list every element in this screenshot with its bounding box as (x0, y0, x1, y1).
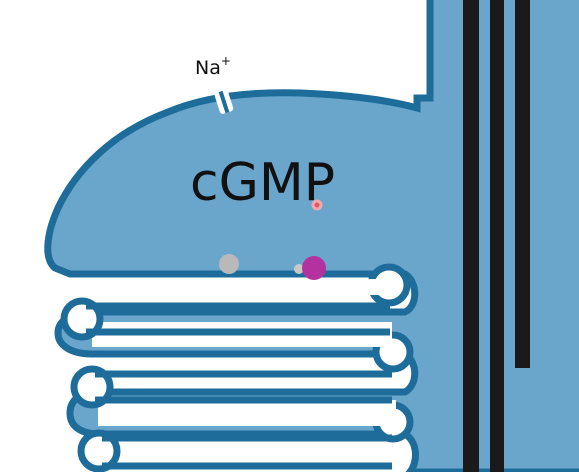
ion-charge: + (221, 54, 231, 68)
cilium-bar (463, 0, 479, 472)
connecting-cilium-bars (463, 0, 530, 472)
molecule-label: cGMP (190, 153, 335, 213)
cilium-bar (490, 0, 504, 472)
gray-molecule-dot-icon (219, 254, 239, 274)
outer-segment-membrane (44, 0, 579, 472)
disc-left-caps (60, 297, 121, 472)
ion-name: Na (195, 57, 221, 79)
ion-channel-icon (214, 90, 234, 114)
disc-cap (70, 365, 114, 409)
red-molecule-dot-core (314, 202, 320, 208)
gray-molecule-dot-icon (294, 264, 304, 274)
disc-cap (77, 429, 121, 472)
ion-channel-core (218, 90, 230, 114)
disc-lumen (98, 400, 396, 426)
disc-cap (60, 297, 104, 341)
disc-membranes (86, 302, 392, 470)
purple-molecule-dot-icon (302, 256, 326, 280)
ion-label: Na+ (195, 54, 231, 79)
disc-lumen (78, 279, 390, 295)
cilium-bar (515, 0, 530, 368)
